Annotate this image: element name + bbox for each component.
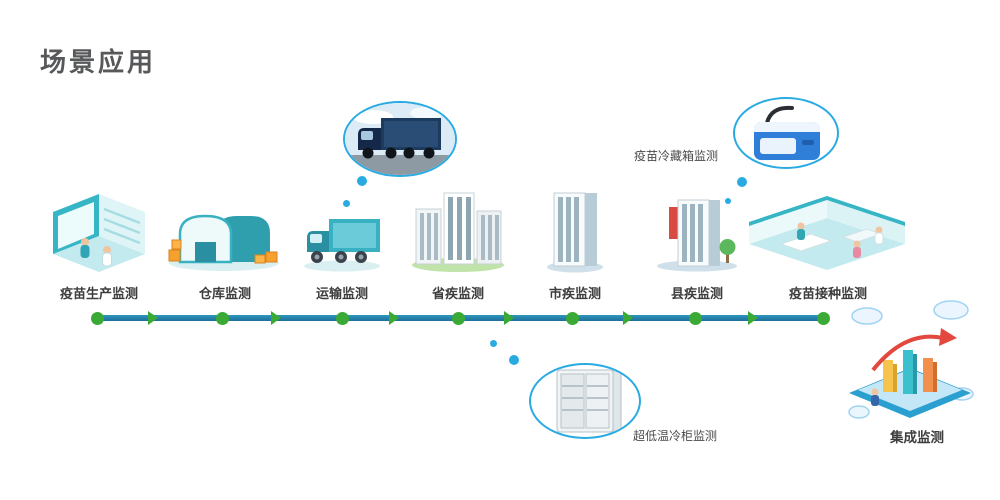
freezer-callout-label: 超低温冷柜监测 [633, 429, 718, 443]
integration-label: 集成监测 [890, 430, 944, 445]
arrow-right-icon [748, 311, 758, 325]
city-cdc-building-icon [547, 192, 603, 273]
connector-dot [725, 198, 731, 204]
timeline-node-1 [91, 312, 104, 325]
connector-dot [343, 200, 350, 207]
county-cdc-building-icon [657, 199, 737, 272]
connector-dot [737, 177, 747, 187]
stage-label-provincial-cdc: 省疾监测 [431, 286, 484, 301]
cold-box-callout-label: 疫苗冷藏箱监测 [634, 149, 719, 163]
timeline-node-2 [216, 312, 229, 325]
stage-label-transport: 运输监测 [315, 286, 368, 301]
freezer-callout [529, 363, 641, 439]
connector-dot [357, 176, 367, 186]
transport-truck-icon [304, 219, 380, 272]
arrow-right-icon [623, 311, 633, 325]
arrow-right-icon [271, 311, 281, 325]
timeline-node-5 [566, 312, 579, 325]
timeline-node-6 [689, 312, 702, 325]
arrow-right-icon [504, 311, 514, 325]
vaccination-clinic-icon [749, 196, 905, 270]
connector-dot [490, 340, 497, 347]
connector-dot [509, 355, 519, 365]
timeline-node-7 [817, 312, 830, 325]
warehouse-icon [168, 214, 279, 271]
stage-label-vaccine-production: 疫苗生产监测 [59, 286, 138, 301]
timeline-node-4 [452, 312, 465, 325]
cold-box-callout [733, 97, 839, 169]
truck-photo-icon [345, 103, 455, 175]
ultra-low-freezer-icon [556, 369, 622, 433]
vaccine-production-icon [53, 194, 145, 272]
arrow-right-icon [148, 311, 158, 325]
vaccine-cold-box-icon [754, 105, 820, 160]
page-title: 场景应用 [40, 47, 157, 77]
stage-label-county-cdc: 县疾监测 [670, 286, 723, 301]
truck-photo-callout [343, 101, 457, 177]
integration-dashboard-icon [848, 300, 974, 419]
provincial-cdc-buildings-icon [412, 192, 504, 272]
stage-label-warehouse: 仓库监测 [198, 286, 251, 301]
arrow-right-icon [389, 311, 399, 325]
timeline-node-3 [336, 312, 349, 325]
stage-label-city-cdc: 市疾监测 [548, 286, 601, 301]
stage-label-vaccination: 疫苗接种监测 [788, 286, 867, 301]
